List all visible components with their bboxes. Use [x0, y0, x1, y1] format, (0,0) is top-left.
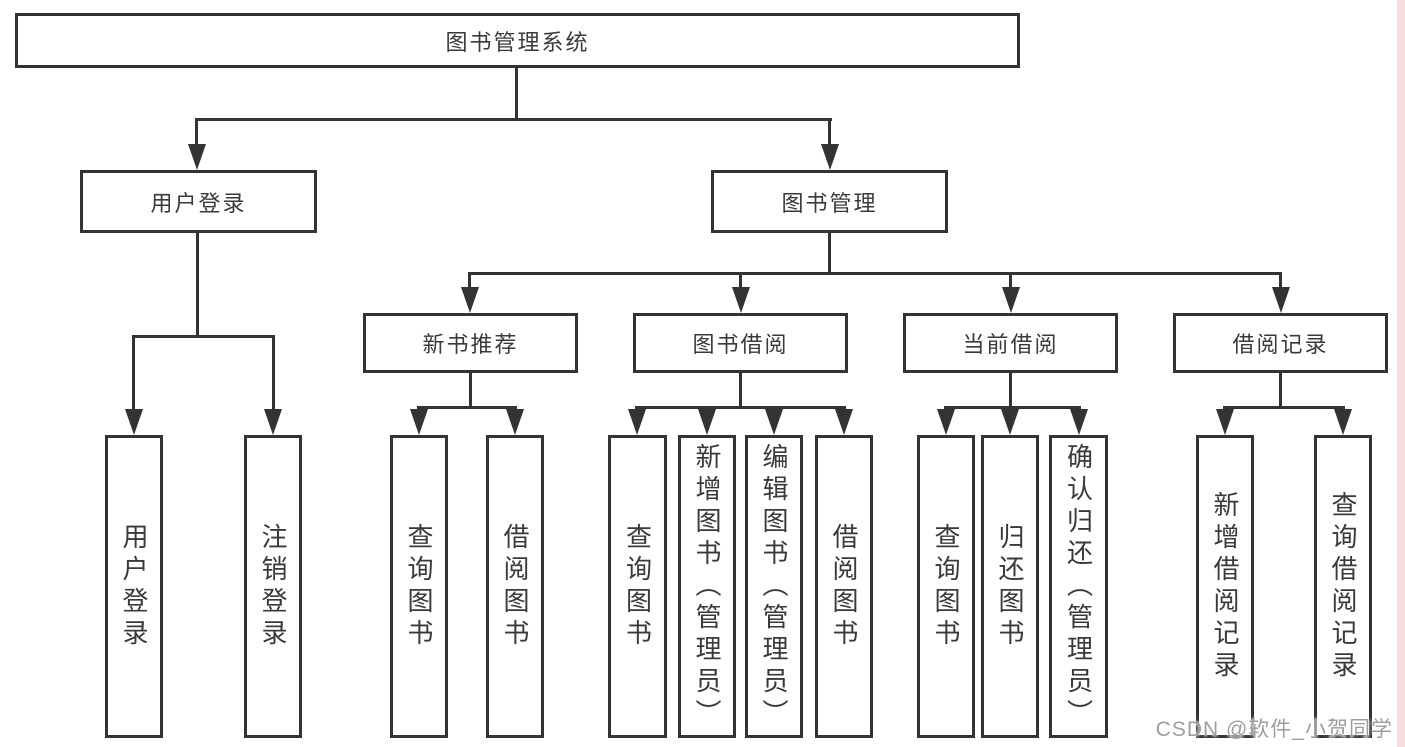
node-new-book-recommend-label: 新书推荐 [422, 332, 519, 357]
node-root: 图书管理系统 [15, 13, 1020, 68]
node-book-borrow-label: 图书借阅 [692, 332, 789, 357]
arrowhead-down-icon [698, 409, 716, 435]
connector-drop [739, 272, 742, 290]
leaf-borrow-books: 借阅图书 [815, 435, 873, 738]
leaf-confirm-return-admin: 确认归还（管理员） [1049, 435, 1108, 738]
connector-drop [468, 272, 471, 290]
leaf-return-books-label: 归还图书 [995, 522, 1025, 651]
connector-stem [469, 373, 472, 409]
leaf-query-books-current-label: 查询图书 [931, 522, 961, 651]
leaf-logout: 注销登录 [244, 435, 302, 738]
leaf-add-borrow-record-label: 新增借阅记录 [1210, 490, 1240, 683]
connector-level3-bar [468, 272, 1282, 275]
accent-strip [1397, 0, 1405, 747]
connector-stem [739, 373, 742, 409]
leaf-borrow-books-recommend-label: 借阅图书 [500, 522, 530, 651]
connector-drop [828, 118, 831, 148]
node-current-borrow-label: 当前借阅 [962, 332, 1059, 357]
connector-level2-bar [195, 118, 832, 121]
node-current-borrow: 当前借阅 [903, 313, 1118, 373]
arrowhead-down-icon [1334, 409, 1352, 435]
arrowhead-down-icon [628, 409, 646, 435]
node-book-management: 图书管理 [711, 170, 948, 233]
leaf-logout-label: 注销登录 [258, 522, 288, 651]
arrowhead-down-icon [1272, 287, 1290, 313]
watermark: CSDN @软件_小贺同学 [1155, 718, 1393, 741]
arrowhead-down-icon [835, 409, 853, 435]
connector-drop [1009, 272, 1012, 290]
node-book-borrow: 图书借阅 [633, 313, 848, 373]
leaf-user-login: 用户登录 [105, 435, 163, 738]
arrowhead-down-icon [1001, 409, 1019, 435]
connector-group-bar [944, 406, 1081, 409]
leaf-query-books-borrow-label: 查询图书 [622, 522, 653, 651]
connector-drop [1279, 272, 1282, 290]
leaf-edit-books-admin: 编辑图书（管理员） [745, 435, 803, 738]
connector-group-bar [417, 406, 517, 409]
arrowhead-down-icon [410, 409, 428, 435]
connector-drop [132, 335, 135, 413]
arrowhead-down-icon [821, 144, 839, 170]
node-borrow-records: 借阅记录 [1173, 313, 1388, 373]
arrowhead-down-icon [461, 287, 479, 313]
node-user-login-label: 用户登录 [150, 190, 247, 216]
leaf-add-borrow-record: 新增借阅记录 [1196, 435, 1254, 738]
arrowhead-down-icon [765, 409, 783, 435]
arrowhead-down-icon [937, 409, 955, 435]
arrowhead-down-icon [1002, 287, 1020, 313]
leaf-query-borrow-record: 查询借阅记录 [1314, 435, 1372, 738]
connector-book-mgmt-stem [828, 233, 831, 275]
connector-group-bar [635, 406, 846, 409]
connector-group-bar [1223, 406, 1345, 409]
leaf-query-books-current: 查询图书 [917, 435, 975, 738]
node-book-management-label: 图书管理 [781, 190, 878, 216]
leaf-user-login-label: 用户登录 [119, 522, 149, 651]
leaf-edit-books-admin-label: 编辑图书（管理员） [759, 442, 789, 731]
arrowhead-down-icon [1070, 409, 1088, 435]
arrowhead-down-icon [506, 409, 524, 435]
connector-stem [1279, 373, 1282, 409]
leaf-query-books-borrow: 查询图书 [608, 435, 667, 738]
arrowhead-down-icon [1216, 409, 1234, 435]
connector-user-login-stem [196, 233, 199, 338]
arrowhead-down-icon [732, 287, 750, 313]
leaf-query-borrow-record-label: 查询借阅记录 [1328, 490, 1358, 683]
node-user-login: 用户登录 [80, 170, 317, 233]
connector-stem [1009, 373, 1012, 409]
connector-user-login-bar [132, 335, 275, 338]
leaf-query-books-recommend: 查询图书 [390, 435, 448, 738]
leaf-query-books-recommend-label: 查询图书 [404, 522, 434, 651]
leaf-add-books-admin: 新增图书（管理员） [678, 435, 736, 738]
leaf-borrow-books-label: 借阅图书 [829, 522, 859, 651]
arrowhead-down-icon [188, 144, 206, 170]
leaf-return-books: 归还图书 [981, 435, 1039, 738]
node-root-label: 图书管理系统 [445, 29, 590, 55]
arrowhead-down-icon [264, 409, 282, 435]
node-new-book-recommend: 新书推荐 [363, 313, 578, 373]
leaf-borrow-books-recommend: 借阅图书 [486, 435, 544, 738]
connector-drop [272, 335, 275, 413]
leaf-confirm-return-admin-label: 确认归还（管理员） [1063, 442, 1094, 731]
connector-root-stem [515, 68, 518, 120]
leaf-add-books-admin-label: 新增图书（管理员） [692, 442, 722, 731]
node-borrow-records-label: 借阅记录 [1232, 332, 1329, 357]
arrowhead-down-icon [125, 409, 143, 435]
connector-drop [195, 118, 198, 148]
